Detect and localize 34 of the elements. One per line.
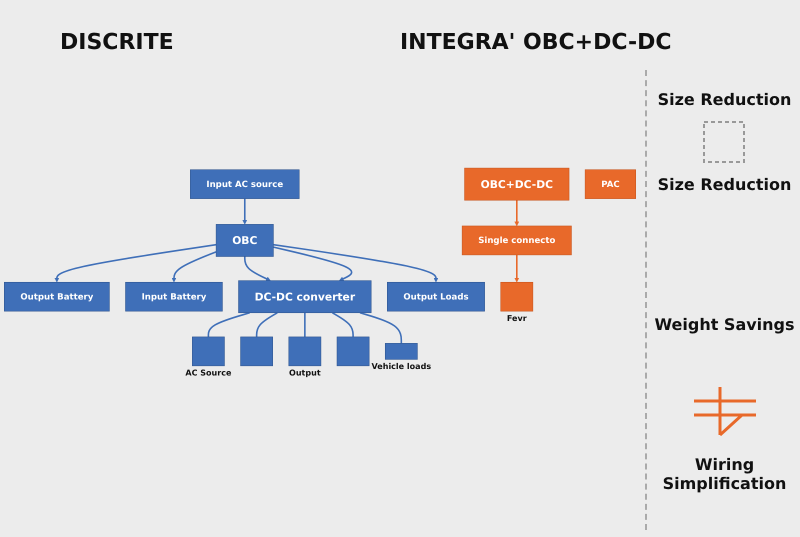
node-box bbox=[240, 336, 273, 366]
node-box: OBC bbox=[216, 224, 274, 257]
section-heading: INTEGRA' OBC+DC-DC bbox=[400, 30, 672, 55]
connector bbox=[256, 312, 278, 337]
feature-caption: Size Reduction bbox=[656, 175, 792, 194]
node-box bbox=[336, 336, 370, 366]
node-box bbox=[288, 336, 322, 366]
node-box: Output Battery bbox=[4, 282, 110, 312]
node-box: Single connecto bbox=[462, 226, 572, 256]
feature-caption: Wiring Simplification bbox=[662, 455, 788, 493]
node-box: Output Loads bbox=[387, 282, 485, 312]
node-box: PAC bbox=[584, 169, 636, 199]
node-box: Input Battery bbox=[125, 282, 223, 312]
arrow bbox=[514, 254, 520, 282]
section-heading: DISCRITE bbox=[60, 30, 174, 55]
feature-caption: Size Reduction bbox=[656, 90, 792, 109]
arrow bbox=[273, 246, 352, 281]
arrow bbox=[244, 256, 271, 281]
node-bar bbox=[384, 343, 418, 360]
arrow bbox=[273, 244, 438, 282]
connector bbox=[304, 312, 306, 337]
node-box bbox=[500, 282, 534, 312]
node-box bbox=[192, 336, 225, 366]
connector bbox=[360, 312, 402, 344]
node-box: Input AC source bbox=[190, 169, 300, 199]
feature-caption: Weight Savings bbox=[653, 315, 796, 334]
connector bbox=[208, 312, 250, 337]
node-box: DC-DC converter bbox=[238, 280, 372, 314]
arrow bbox=[242, 198, 248, 225]
connector bbox=[332, 312, 354, 337]
arrow bbox=[172, 251, 216, 282]
node-box: OBC+DC-DC bbox=[464, 168, 570, 200]
arrow bbox=[514, 200, 520, 226]
arrow bbox=[54, 244, 216, 282]
